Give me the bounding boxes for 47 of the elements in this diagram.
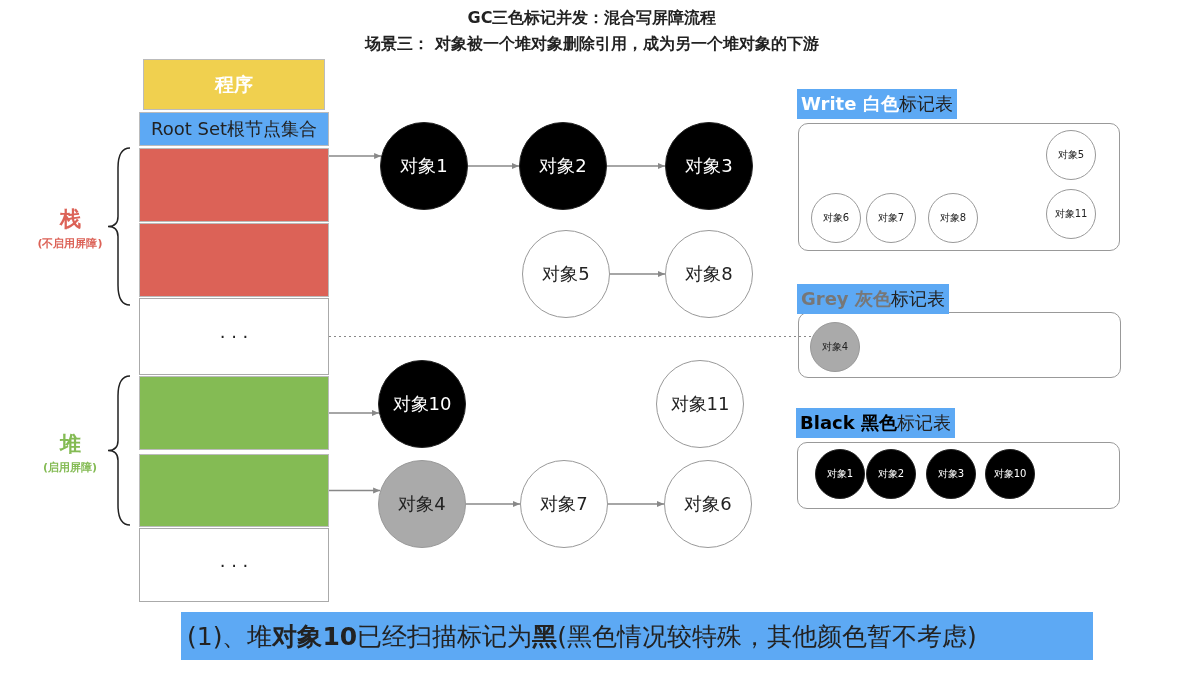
arrow: [328, 153, 382, 159]
heap-slot: [139, 454, 329, 527]
object-token: 对象8: [928, 193, 978, 243]
table-heading: Write 白色标记表: [797, 89, 957, 119]
object-token: 对象5: [1046, 130, 1096, 180]
region-label: 栈: [58, 206, 82, 233]
arrow: [467, 163, 520, 169]
stack-slot: [139, 223, 329, 297]
arrow: [328, 410, 380, 416]
object-circle: 对象6: [664, 460, 752, 548]
object-circle: 对象7: [520, 460, 608, 548]
caption-banner: (1)、堆对象10已经扫描标记为黑(黑色情况较特殊，其他颜色暂不考虑): [181, 612, 1093, 660]
subtitle-text: 场景三： 对象被一个堆对象删除引用，成为另一个堆对象的下游: [363, 34, 820, 55]
program-box: 程序: [143, 59, 325, 110]
region-note: (启用屏障): [41, 460, 99, 475]
title-text: GC三色标记并发：混合写屏障流程: [466, 8, 718, 29]
object-circle: 对象5: [522, 230, 610, 318]
object-token: 对象1: [815, 449, 865, 499]
object-circle: 对象11: [656, 360, 744, 448]
memory-slot: · · ·: [139, 528, 329, 602]
object-circle: 对象8: [665, 230, 753, 318]
object-token: 对象4: [810, 322, 860, 372]
region-note: (不启用屏障): [36, 236, 104, 251]
object-circle: 对象2: [519, 122, 607, 210]
arrow: [609, 271, 666, 277]
table-heading: Grey 灰色标记表: [797, 284, 949, 314]
arrow: [465, 501, 521, 507]
object-token: 对象2: [866, 449, 916, 499]
table-heading: Black 黑色标记表: [796, 408, 955, 438]
heap-slot: [139, 376, 329, 450]
object-token: 对象3: [926, 449, 976, 499]
arrow: [328, 487, 381, 494]
memory-slot: · · ·: [139, 298, 329, 375]
root-set-box: Root Set根节点集合: [139, 112, 329, 146]
object-token: 对象6: [811, 193, 861, 243]
stack-slot: [139, 148, 329, 222]
object-token: 对象10: [985, 449, 1035, 499]
object-circle: 对象1: [380, 122, 468, 210]
object-circle: 对象4: [378, 460, 466, 548]
object-circle: 对象3: [665, 122, 753, 210]
object-token: 对象11: [1046, 189, 1096, 239]
dotted-line: [328, 335, 813, 338]
arrow: [606, 163, 666, 169]
arrow: [607, 501, 665, 507]
object-circle: 对象10: [378, 360, 466, 448]
object-token: 对象7: [866, 193, 916, 243]
region-label: 堆: [58, 431, 82, 458]
